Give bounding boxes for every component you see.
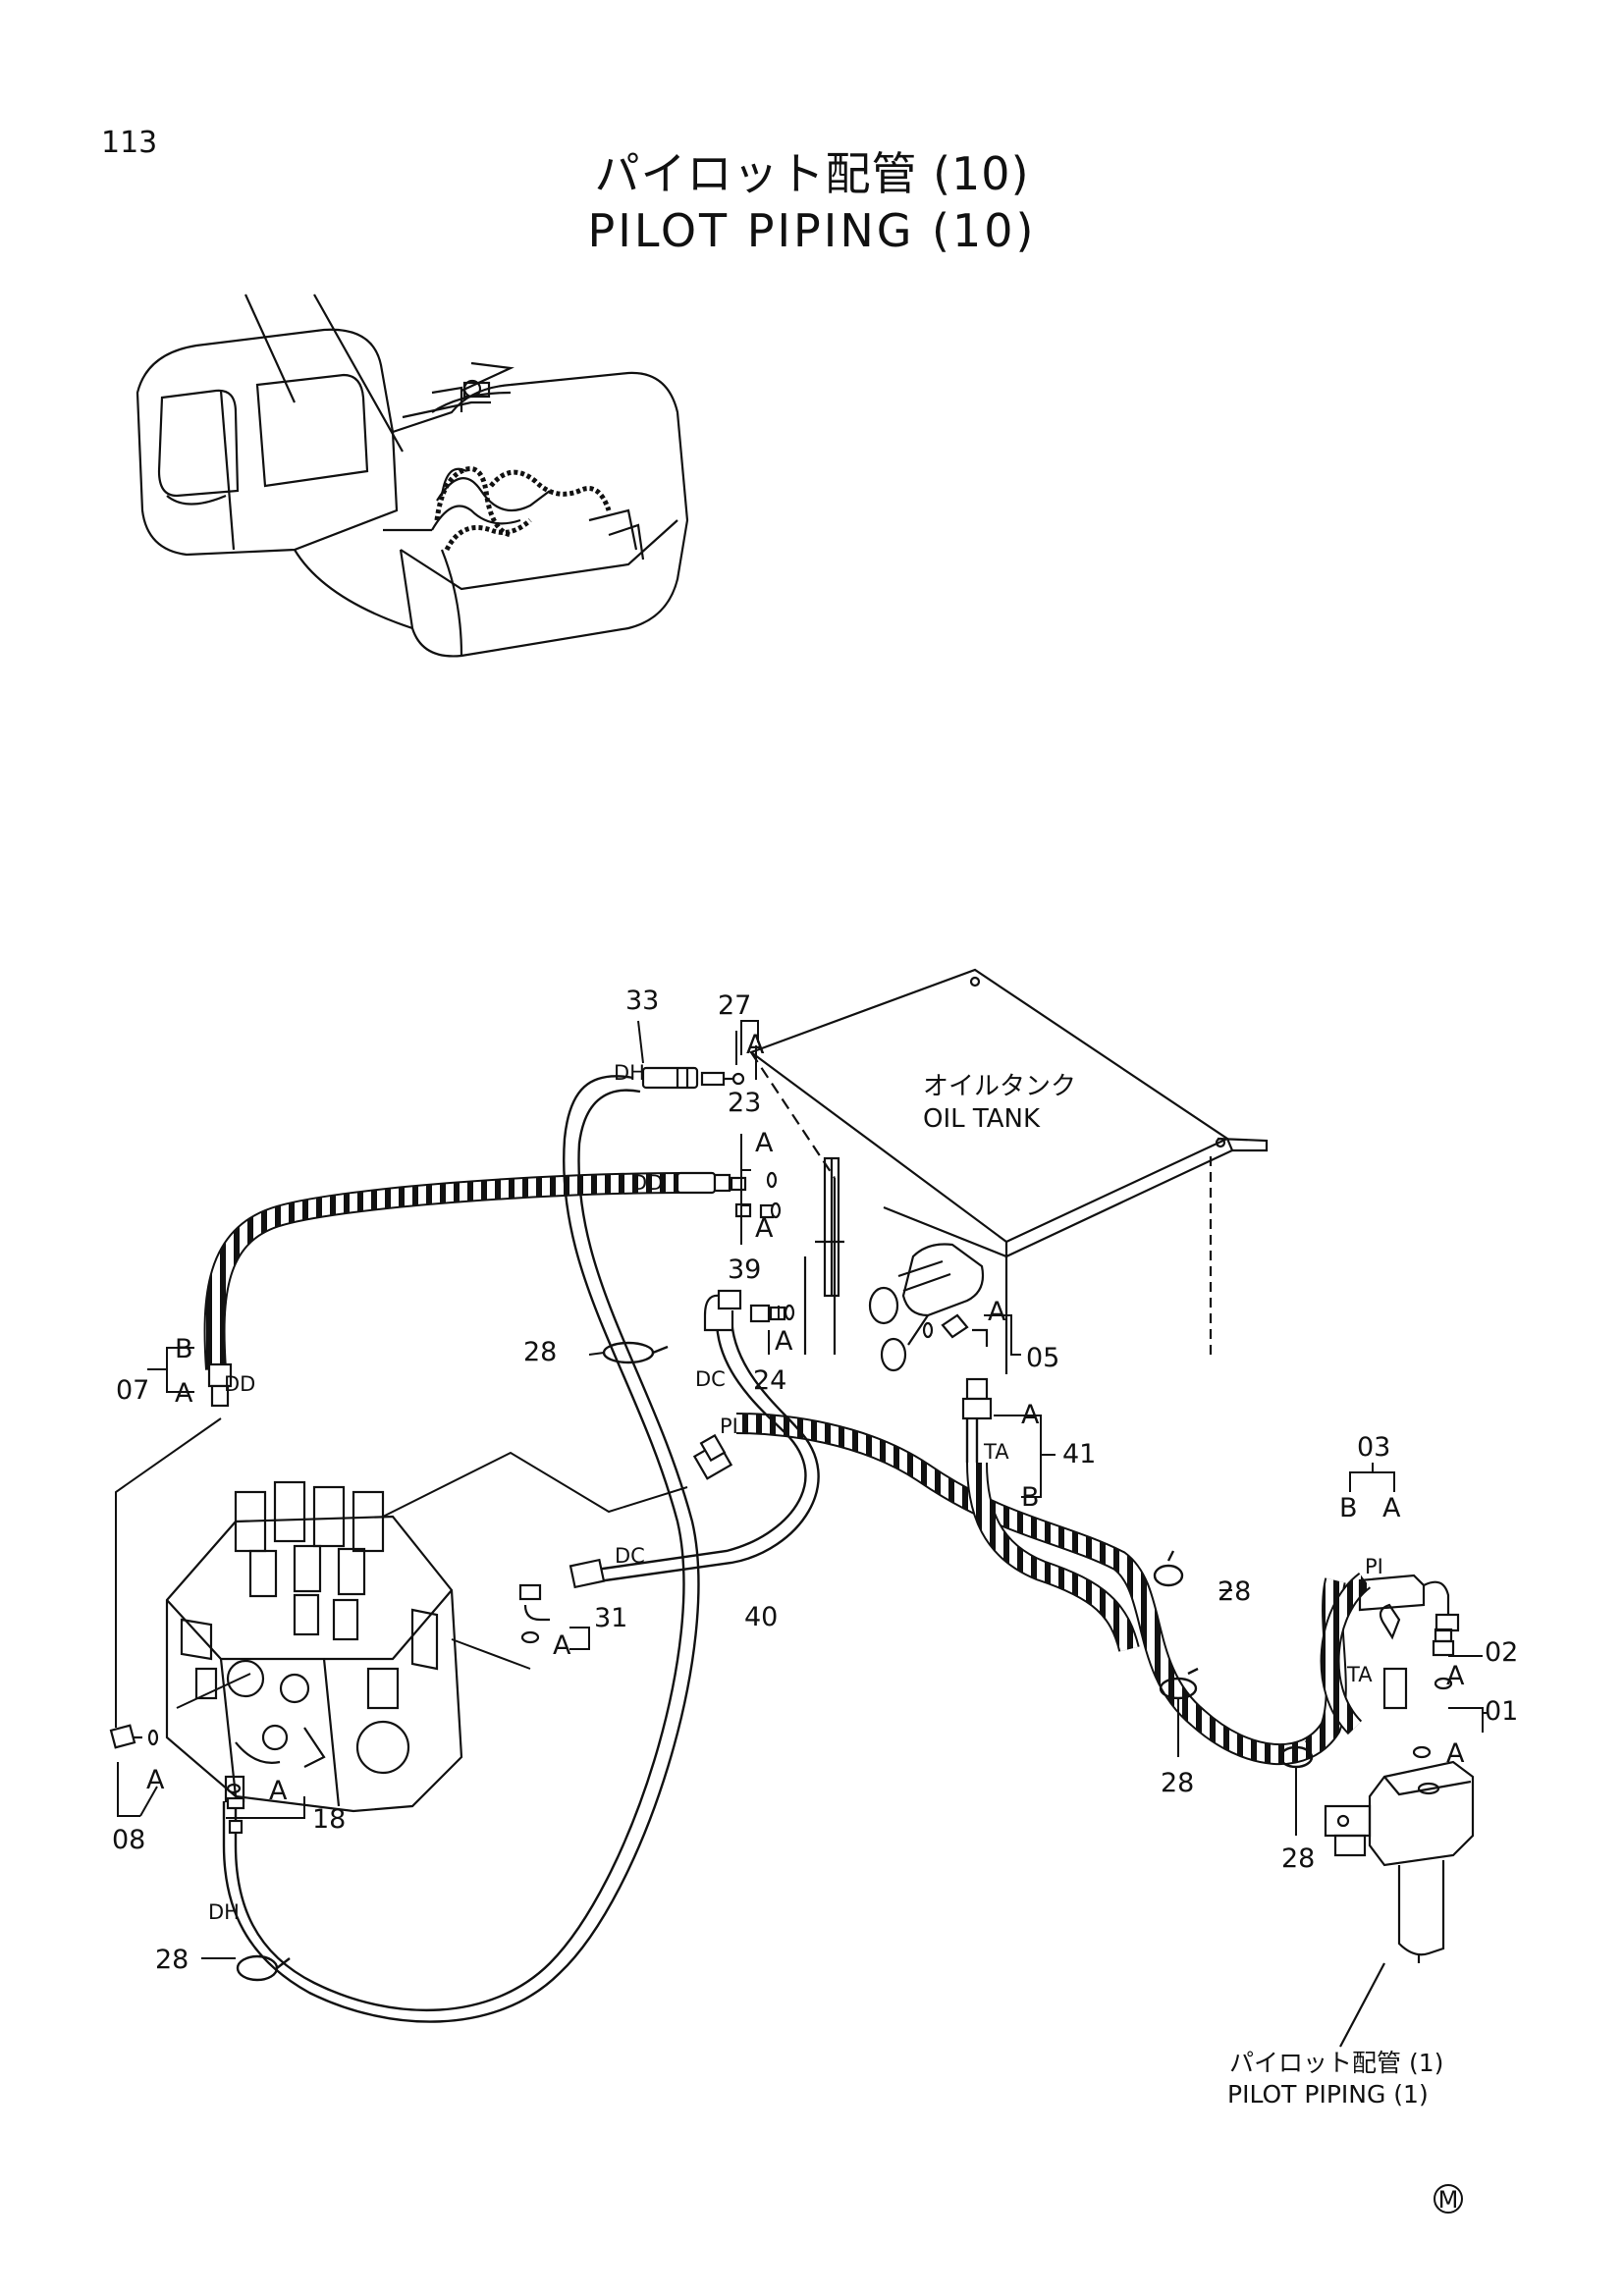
callout-a-07: A [175, 1378, 193, 1409]
callout-a-02: A [1446, 1661, 1465, 1691]
callout-b-07: B [175, 1334, 193, 1364]
callout-a-03: A [1382, 1493, 1401, 1523]
control-valve-leaders [115, 1417, 688, 1728]
part-number-23: 23 [728, 1088, 761, 1118]
armored-hoses [203, 1172, 1372, 1766]
part-number-05: 05 [1026, 1343, 1059, 1373]
plain-hoses [222, 1075, 979, 2023]
port-label-ta-mid: TA [983, 1440, 1009, 1464]
excavator-overview [135, 294, 689, 658]
port-label-dd-top: DD [631, 1171, 663, 1195]
circled-mark: M [1434, 2184, 1463, 2214]
callout-a-41: A [1021, 1400, 1040, 1430]
title-japanese: パイロット配管 (10) [594, 147, 1030, 200]
oil-tank-label-japanese: オイルタンク [923, 1072, 1076, 1101]
part-number-02: 02 [1485, 1637, 1518, 1668]
callout-a-23-lower: A [755, 1213, 774, 1244]
callout-a-31: A [553, 1630, 571, 1661]
reference-english: PILOT PIPING (1) [1227, 2080, 1429, 2109]
callout-a-18: A [269, 1776, 288, 1806]
port-label-dd-left: DD [224, 1372, 255, 1396]
part-number-labels: 33 27 23 39 24 05 28 07 41 03 28 02 01 3… [112, 986, 1518, 1975]
part-number-03: 03 [1357, 1432, 1390, 1463]
part-number-41: 41 [1062, 1439, 1096, 1469]
callout-a-23-upper: A [755, 1128, 774, 1158]
part-number-18: 18 [312, 1804, 346, 1835]
callout-a-27: A [746, 1030, 765, 1060]
part-number-27: 27 [718, 990, 751, 1021]
pilot-filter-unit [1324, 1574, 1475, 2048]
callout-a-24: A [775, 1326, 793, 1357]
callout-brackets [117, 1020, 1488, 1959]
callout-a-01: A [1446, 1738, 1465, 1769]
part-number-24: 24 [753, 1365, 786, 1396]
part-number-28-middle: 28 [1161, 1768, 1194, 1798]
oil-tank-outline [748, 968, 1269, 1374]
reference-note: パイロット配管 (1) PILOT PIPING (1) [1227, 2049, 1443, 2109]
port-label-dc-mid: DC [615, 1544, 645, 1568]
hose-fittings [109, 1066, 993, 1835]
page-number: 113 [101, 126, 158, 160]
callout-b-41: B [1021, 1482, 1040, 1513]
overview-hoses [434, 466, 612, 552]
part-number-01: 01 [1485, 1696, 1518, 1727]
part-number-31: 31 [594, 1603, 627, 1633]
callout-b-03: B [1339, 1493, 1358, 1523]
part-number-40: 40 [744, 1602, 778, 1632]
port-labels: DH DD DD DC PI DC TA PI TA DH [208, 1061, 1383, 1924]
mark-letter: M [1438, 2186, 1459, 2214]
part-number-28-bottom: 28 [155, 1945, 189, 1975]
port-label-dh-bottom: DH [208, 1900, 240, 1924]
part-number-39: 39 [728, 1255, 761, 1285]
callout-a-05: A [988, 1297, 1006, 1327]
callout-a-08: A [146, 1765, 165, 1795]
part-number-28-right: 28 [1218, 1576, 1251, 1607]
part-number-08: 08 [112, 1825, 145, 1855]
oil-tank-label: オイルタンク OIL TANK [923, 1072, 1076, 1134]
part-number-28-upper: 28 [523, 1337, 557, 1367]
port-label-pi-mid: PI [720, 1415, 738, 1438]
title-block: パイロット配管 (10) PILOT PIPING (10) [0, 145, 1624, 259]
title-english: PILOT PIPING (10) [587, 204, 1037, 257]
oil-tank-label-english: OIL TANK [923, 1104, 1041, 1134]
reference-japanese: パイロット配管 (1) [1229, 2049, 1443, 2077]
part-number-07: 07 [116, 1375, 149, 1406]
part-number-33: 33 [625, 986, 659, 1016]
part-number-28-lower: 28 [1281, 1843, 1315, 1874]
control-valve [165, 1480, 463, 1813]
port-label-pi-right: PI [1365, 1555, 1383, 1578]
port-label-ta-right: TA [1346, 1663, 1373, 1686]
tank-fittings [803, 1156, 985, 1372]
port-label-dc-top: DC [695, 1367, 726, 1391]
port-label-dh-top: DH [614, 1061, 645, 1085]
callout-letters: A A A A A B A A B B A A A A A A [146, 1030, 1465, 1806]
